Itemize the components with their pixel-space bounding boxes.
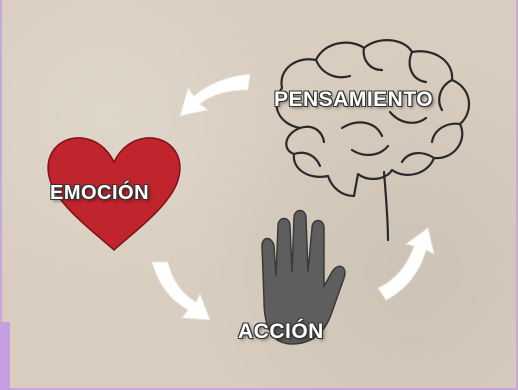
heart-icon	[47, 137, 181, 252]
cycle-arrow-icon-right	[377, 227, 435, 301]
hand-icon	[261, 209, 346, 345]
label-emocion: EMOCIÓN	[50, 182, 150, 204]
cycle-arrow-icon-top	[179, 73, 251, 117]
edge-strip	[0, 322, 10, 390]
label-accion: ACCIÓN	[238, 320, 324, 343]
label-pensamiento: PENSAMIENTO	[274, 88, 434, 111]
cycle-arrow-icon-left	[151, 261, 211, 321]
brain-icon	[275, 39, 471, 242]
